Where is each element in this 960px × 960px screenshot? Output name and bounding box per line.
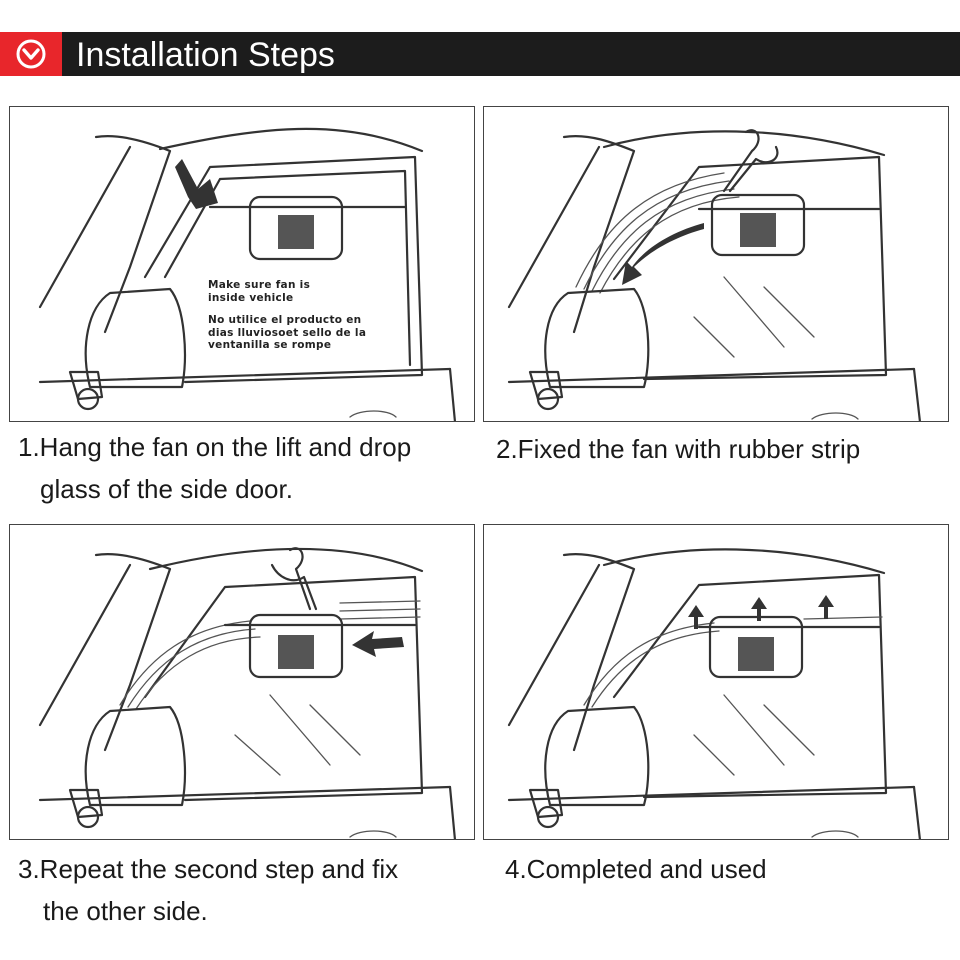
car-door-drawing (38, 127, 457, 421)
step-2-illustration (483, 106, 949, 422)
step-1-illustration: Make sure fan is inside vehicle No utili… (9, 106, 475, 422)
note-es-line-1: No utilice el producto en (208, 314, 362, 326)
step-2-caption: 2.Fixed the fan with rubber strip (496, 428, 860, 470)
note-es-line-2: dias lluviosoet sello de la (208, 326, 367, 339)
step-3-caption-line-2: the other side. (43, 896, 208, 926)
note-es-line-3: ventanilla se rompe (208, 339, 332, 351)
step-4-caption: 4.Completed and used (505, 848, 767, 890)
step-1-caption: 1.Hang the fan on the lift and drop glas… (18, 426, 411, 510)
page-title: Installation Steps (76, 36, 335, 74)
chevron-down-circle-icon (16, 39, 46, 69)
step-4-caption-line-1: 4.Completed and used (505, 854, 767, 884)
car-door-drawing (38, 547, 457, 839)
header-badge (0, 32, 62, 76)
step-4-illustration (483, 524, 949, 840)
car-door-drawing (507, 548, 921, 839)
step-3-caption-line-1: 3.Repeat the second step and fix (18, 854, 399, 884)
step-3-caption: 3.Repeat the second step and fix the oth… (18, 848, 398, 932)
note-en-line-2: inside vehicle (208, 291, 294, 304)
step-3-illustration (9, 524, 475, 840)
step-1-caption-line-2: glass of the side door. (40, 474, 293, 504)
note-en-line-1: Make sure fan is (208, 279, 311, 291)
car-door-drawing (507, 129, 921, 421)
section-header: Installation Steps (0, 32, 960, 76)
step-1-caption-line-1: 1.Hang the fan on the lift and drop (18, 432, 412, 462)
step-2-caption-line-1: 2.Fixed the fan with rubber strip (496, 434, 861, 464)
